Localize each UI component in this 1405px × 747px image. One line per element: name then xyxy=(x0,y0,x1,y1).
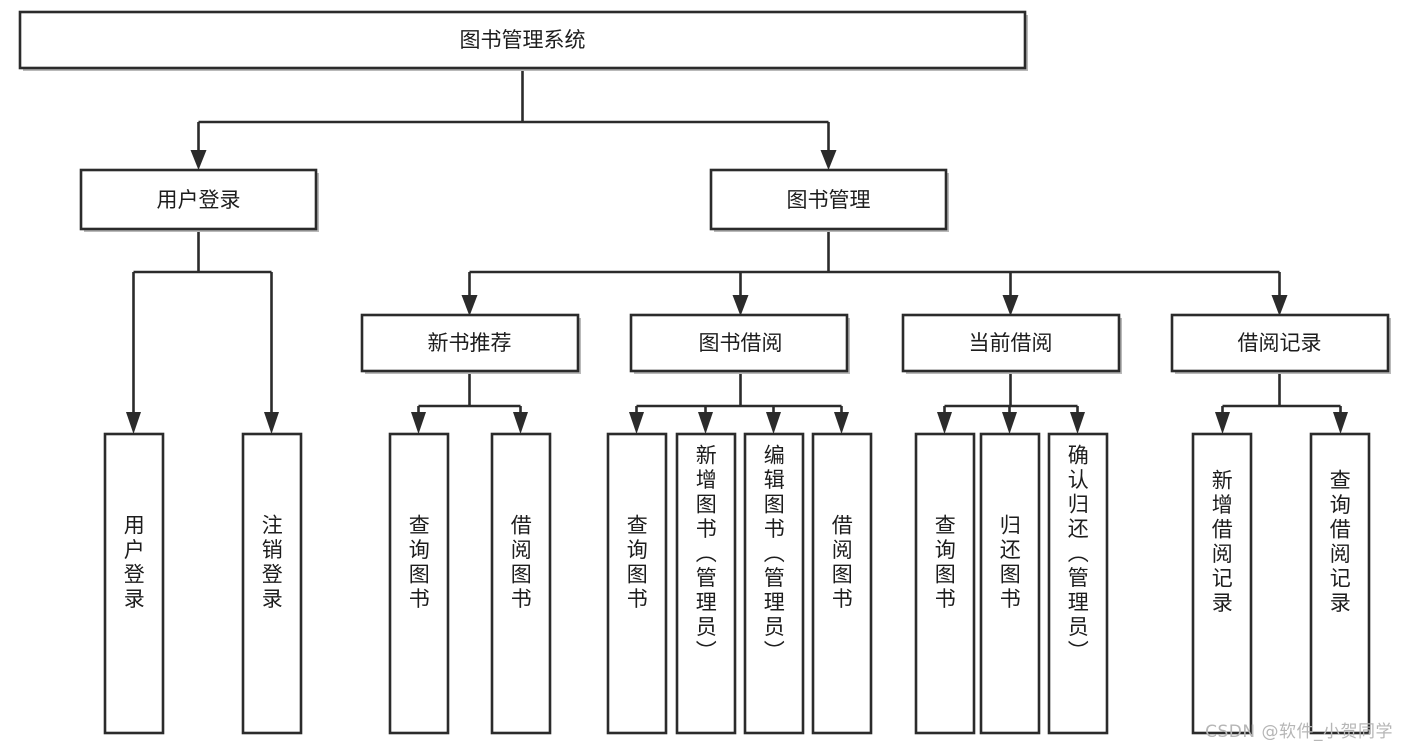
current-borrow-node-label: 当前借阅 xyxy=(969,331,1053,355)
csdn-watermark: CSDN @软件_小贺同学 xyxy=(1205,722,1393,742)
arrowhead-leaf-query-book-2 xyxy=(629,412,644,434)
arrowhead-new-book-recommend xyxy=(461,295,478,316)
arrowhead-leaf-borrow-book-2 xyxy=(834,412,849,434)
arrowhead-leaf-borrow-book-1 xyxy=(513,412,528,434)
arrowhead-leaf-query-book-1 xyxy=(411,412,426,434)
arrowhead-leaf-query-record xyxy=(1333,412,1348,434)
arrowhead-current-borrow xyxy=(1002,295,1019,316)
new-book-recommend-node-box[interactable] xyxy=(360,313,580,373)
user-login-node-label: 用户登录 xyxy=(157,188,241,212)
arrowhead-user-login xyxy=(190,150,207,170)
arrowhead-leaf-return-book xyxy=(1002,412,1017,434)
leaf-return-book-box[interactable] xyxy=(979,432,1041,735)
arrowhead-leaf-edit-book xyxy=(766,412,781,434)
leaf-user-logout-box[interactable] xyxy=(241,432,303,735)
node-group: 图书管理系统 用户登录 图书管理 新书推荐 图书借阅 当前借阅 借阅记录 xyxy=(18,10,1391,735)
leaf-query-book-1-box[interactable] xyxy=(388,432,450,735)
arrowhead-leaf-user-login xyxy=(126,412,141,434)
arrowhead-leaf-confirm-return xyxy=(1070,412,1085,434)
current-borrow-node-box[interactable] xyxy=(901,313,1121,373)
book-borrow-node-label: 图书借阅 xyxy=(699,331,783,355)
book-manage-node-box[interactable] xyxy=(709,168,948,231)
leaf-add-book-box[interactable] xyxy=(675,432,737,735)
leaf-add-record-box[interactable] xyxy=(1191,432,1253,735)
arrowhead-leaf-add-book xyxy=(698,412,713,434)
leaf-query-record-box[interactable] xyxy=(1309,432,1371,735)
arrowhead-book-manage xyxy=(820,150,837,170)
leaf-borrow-book-1-box[interactable] xyxy=(490,432,552,735)
arrowhead-leaf-add-record xyxy=(1215,412,1230,434)
connector-group xyxy=(126,68,1348,434)
arrowhead-book-borrow xyxy=(732,295,749,316)
borrow-record-node-box[interactable] xyxy=(1170,313,1390,373)
arrowhead-leaf-user-logout xyxy=(264,412,279,434)
root-node-label: 图书管理系统 xyxy=(460,28,586,52)
arrowhead-borrow-record xyxy=(1271,295,1288,316)
leaf-confirm-return-box[interactable] xyxy=(1047,432,1109,735)
book-borrow-node-box[interactable] xyxy=(629,313,849,373)
leaf-edit-book-box[interactable] xyxy=(743,432,805,735)
borrow-record-node-label: 借阅记录 xyxy=(1238,331,1322,355)
user-login-node-box[interactable] xyxy=(79,168,318,231)
new-book-recommend-node-label: 新书推荐 xyxy=(428,331,512,355)
leaf-query-book-3-box[interactable] xyxy=(914,432,976,735)
root-node-box[interactable] xyxy=(18,10,1027,70)
leaf-user-login-box[interactable] xyxy=(103,432,165,735)
arrowhead-leaf-query-book-3 xyxy=(937,412,952,434)
book-manage-node-label: 图书管理 xyxy=(787,188,871,212)
leaf-query-book-2-box[interactable] xyxy=(606,432,668,735)
leaf-borrow-book-2-box[interactable] xyxy=(811,432,873,735)
